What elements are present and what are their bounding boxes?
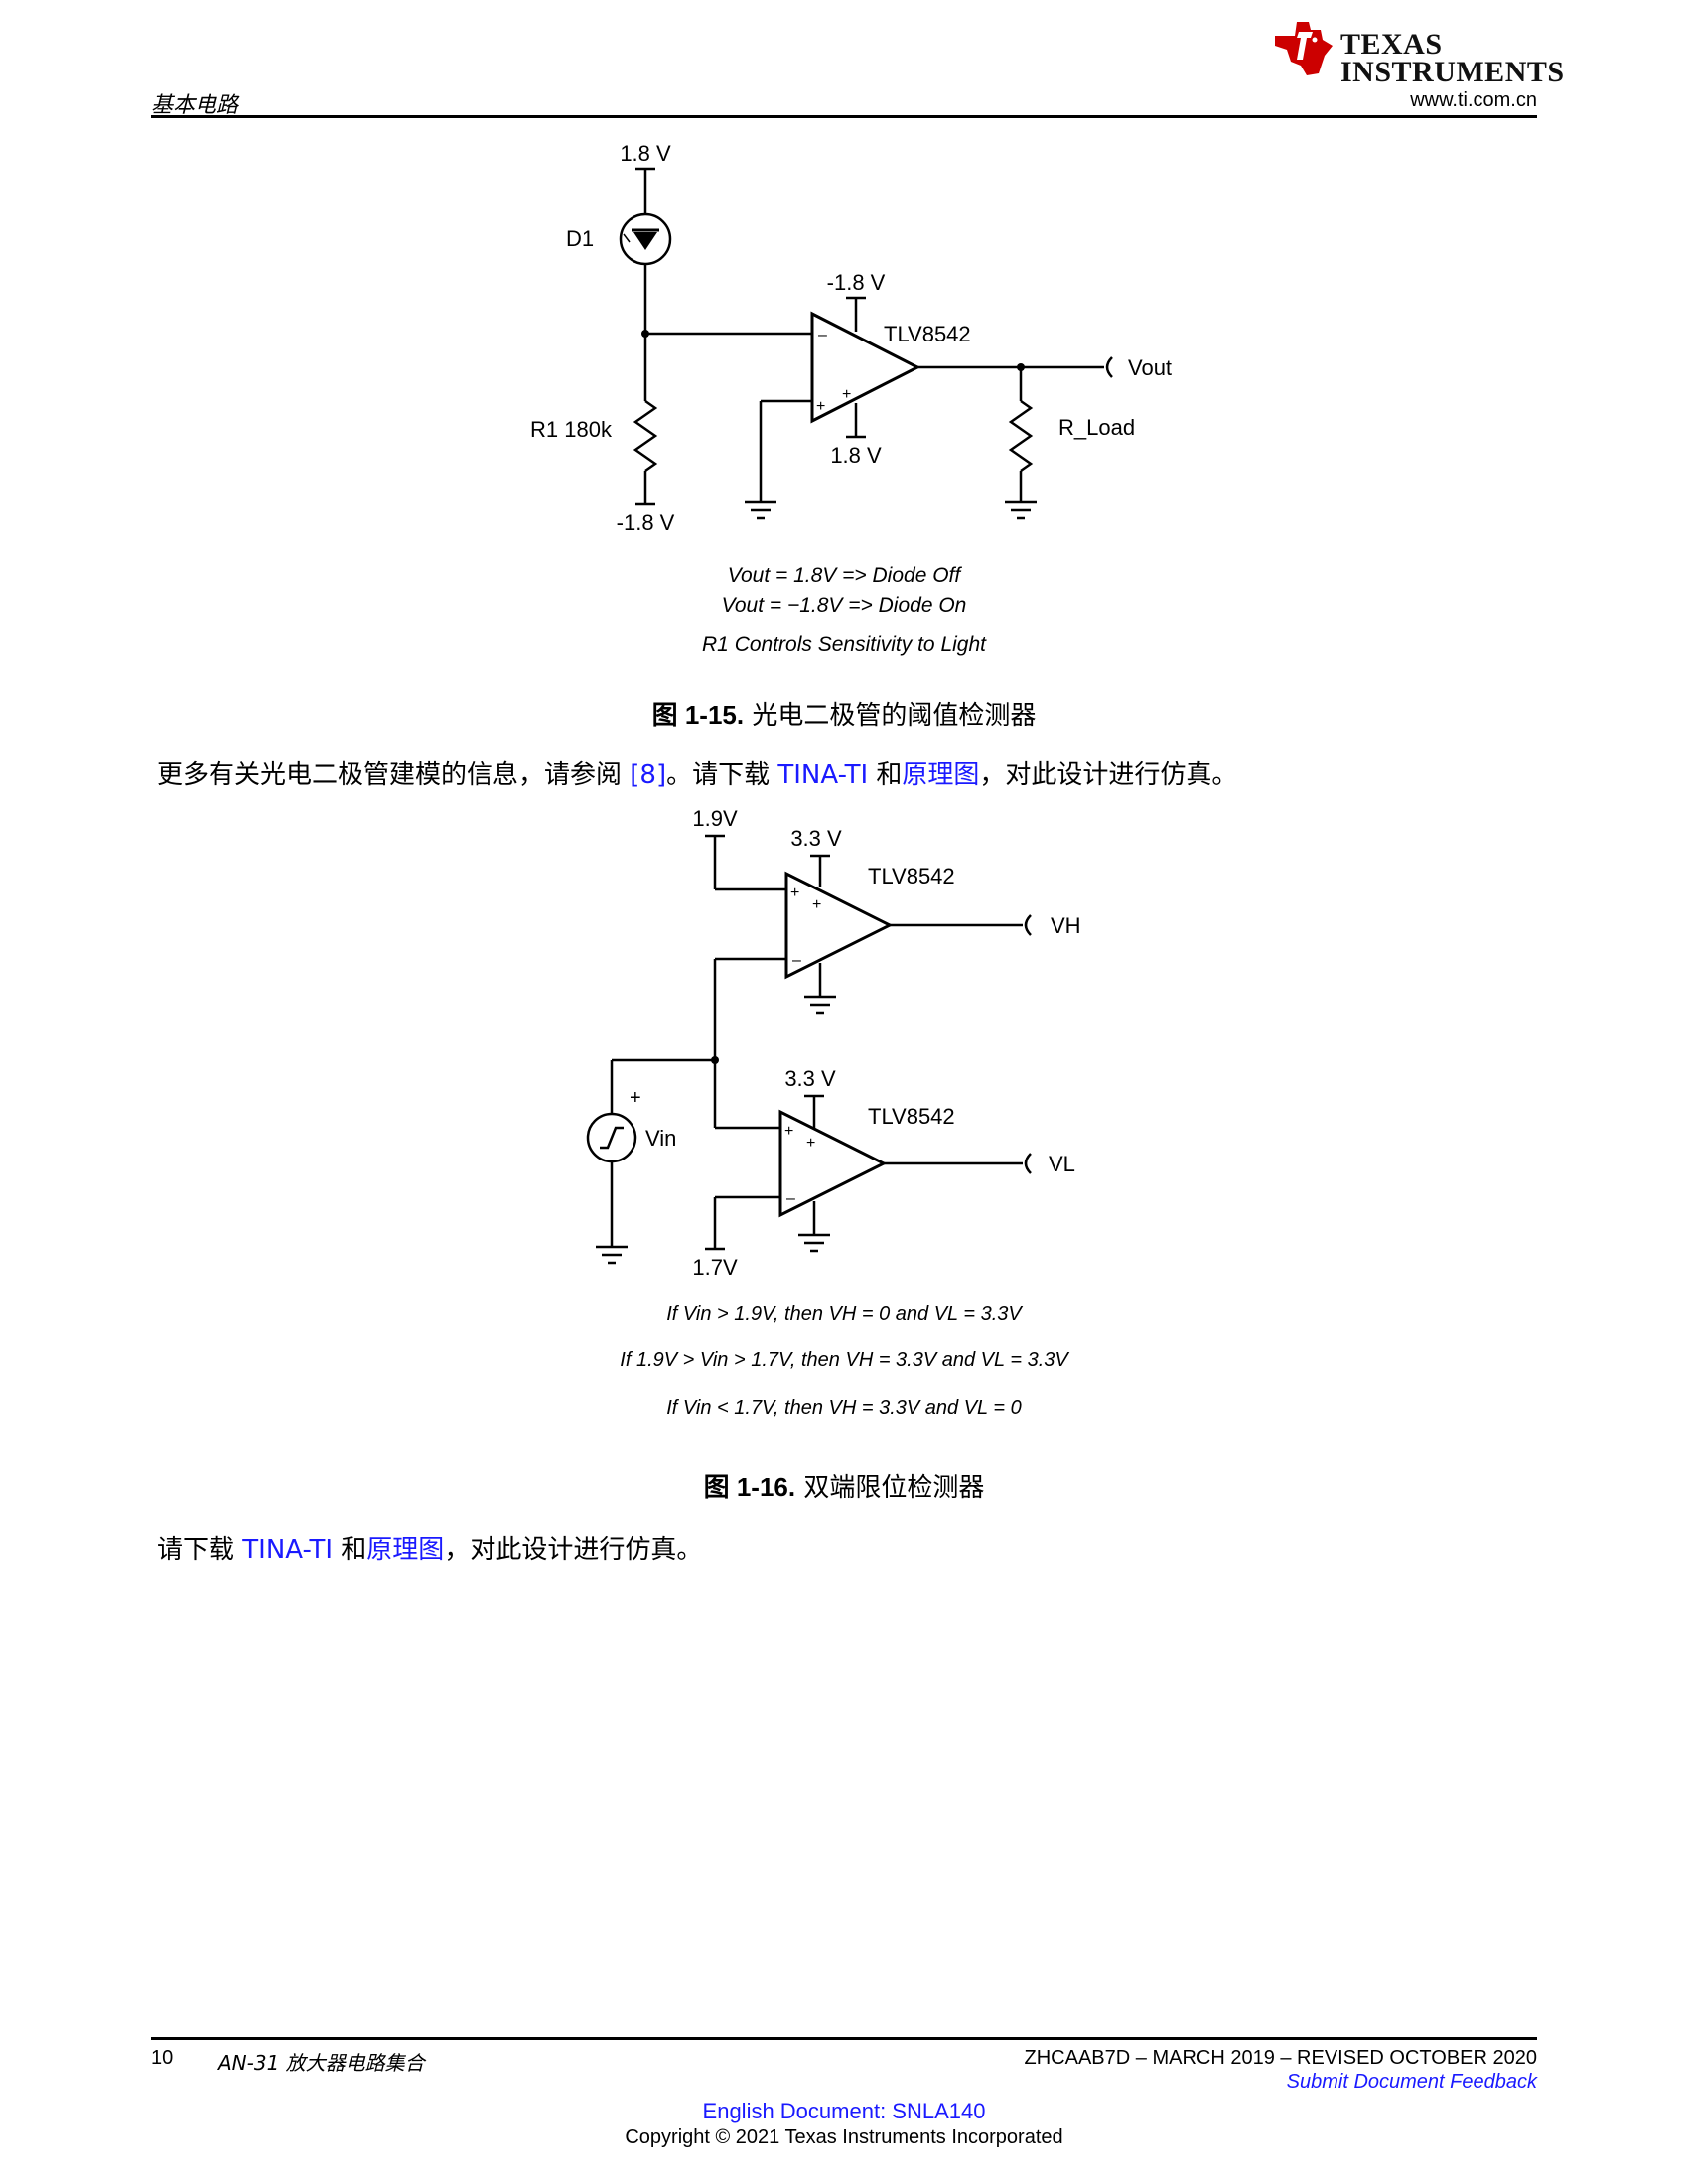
schematic-link[interactable]: 原理图 [902, 760, 980, 790]
ti-logo: TEXAS INSTRUMENTS [1269, 16, 1564, 88]
tina-ti-link[interactable]: TINA-TI [242, 1535, 334, 1565]
label-opamp-top: TLV8542 [868, 864, 955, 888]
submit-feedback-link[interactable]: Submit Document Feedback [1286, 2071, 1537, 2093]
label-supply-top: 3.3 V [790, 826, 842, 851]
english-document-link[interactable]: English Document: SNLA140 [702, 2099, 986, 2123]
copyright: Copyright © 2021 Texas Instruments Incor… [625, 2126, 1063, 2148]
paragraph-2: 请下载 TINA-TI 和原理图，对此设计进行仿真。 [157, 1529, 702, 1566]
label-vin: Vin [645, 1126, 676, 1151]
figure-1-16-schematic: 1.9V 3.3 V TLV8542 VH + + – + Vin 3.3 V … [586, 806, 1081, 1419]
para-text: 和 [333, 1535, 367, 1565]
opamp-plus-sign-2: + [842, 386, 851, 403]
label-ref-high: 1.9V [692, 806, 738, 831]
opamp-plus-sign: + [816, 398, 825, 415]
paragraph-1: 更多有关光电二极管建模的信息，请参阅 [8]。请下载 TINA-TI 和原理图，… [157, 754, 1237, 791]
source-plus: + [630, 1087, 641, 1109]
label-diode: D1 [566, 226, 594, 251]
ti-logo-icon [1275, 22, 1333, 75]
label-ref-low: 1.7V [692, 1255, 738, 1280]
revision-info: ZHCAAB7D – MARCH 2019 – REVISED OCTOBER … [1024, 2047, 1537, 2069]
header-rule [151, 115, 1537, 118]
label-vl: VL [1049, 1152, 1075, 1176]
label-opamp: TLV8542 [884, 322, 971, 346]
schematic-link[interactable]: 原理图 [366, 1535, 445, 1565]
opamp-top-plus: + [790, 885, 799, 901]
label-vh: VH [1051, 913, 1081, 938]
label-supply-bottom: -1.8 V [617, 510, 675, 535]
logo-text-texas: TEXAS [1340, 28, 1443, 61]
equation-1: Vout = 1.8V => Diode Off [728, 564, 963, 587]
opamp-bottom-plus: + [784, 1123, 793, 1140]
equation-3: If Vin < 1.7V, then VH = 3.3V and VL = 0 [666, 1397, 1021, 1419]
para-text: 和 [868, 760, 903, 790]
opamp-top-plus-2: + [812, 896, 821, 913]
figure-1-15-caption: 图 1-15. 光电二极管的阈值检测器 [0, 695, 1688, 732]
equation-1: If Vin > 1.9V, then VH = 0 and VL = 3.3V [666, 1303, 1023, 1325]
para-text: 。请下载 [666, 760, 778, 790]
para-text: 请下载 [157, 1535, 243, 1565]
caption-text: 光电二极管的阈值检测器 [752, 701, 1037, 731]
document-title: AN-31 放大器电路集合 [218, 2051, 425, 2075]
footer-rule [151, 2037, 1537, 2040]
label-vout: Vout [1128, 355, 1172, 380]
equation-3: R1 Controls Sensitivity to Light [702, 633, 987, 656]
reference-link-8[interactable]: [8] [630, 760, 667, 790]
opamp-top-minus: – [792, 952, 801, 969]
label-rload: R_Load [1058, 415, 1135, 440]
page-number: 10 [151, 2047, 174, 2069]
header-url[interactable]: www.ti.com.cn [1410, 89, 1537, 111]
label-opamp-bottom: TLV8542 [868, 1104, 955, 1129]
ground-symbol [745, 500, 1037, 520]
ground-symbol [596, 995, 836, 1265]
label-pos-supply: 1.8 V [830, 443, 882, 468]
caption-text: 双端限位检测器 [803, 1473, 985, 1503]
caption-number: 图 1-15. [651, 700, 745, 730]
logo-text-instruments: INSTRUMENTS [1340, 56, 1565, 88]
para-text: ，对此设计进行仿真。 [979, 760, 1238, 790]
label-r1: R1 180k [530, 417, 613, 442]
header-section-title: 基本电路 [151, 93, 239, 118]
figure-1-16-caption: 图 1-16. 双端限位检测器 [0, 1467, 1688, 1504]
caption-number: 图 1-16. [703, 1472, 796, 1502]
opamp-bottom-plus-2: + [806, 1135, 815, 1152]
equation-2: If 1.9V > Vin > 1.7V, then VH = 3.3V and… [620, 1349, 1069, 1371]
photodiode-symbol [623, 228, 659, 250]
opamp-bottom-minus: – [786, 1190, 795, 1207]
equation-2: Vout = −1.8V => Diode On [722, 594, 967, 616]
para-text: ，对此设计进行仿真。 [444, 1535, 703, 1565]
para-text: 更多有关光电二极管建模的信息，请参阅 [157, 760, 631, 790]
label-supply-top: 1.8 V [620, 141, 671, 166]
label-neg-supply: -1.8 V [827, 270, 886, 295]
label-supply-bottom-opamp: 3.3 V [784, 1066, 836, 1091]
tina-ti-link[interactable]: TINA-TI [777, 760, 869, 790]
opamp-minus-sign: – [818, 327, 827, 343]
figure-1-15-schematic: 1.8 V D1 -1.8 V TLV8542 Vout R1 180k 1.8… [530, 141, 1172, 656]
